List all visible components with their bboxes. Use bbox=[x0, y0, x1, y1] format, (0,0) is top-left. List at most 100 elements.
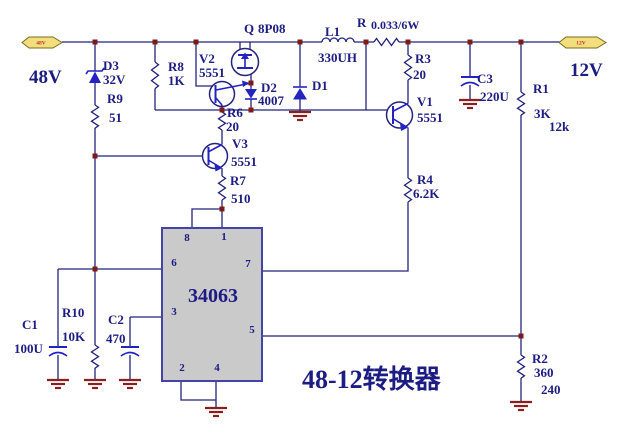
label-r3-value: 20 bbox=[413, 67, 426, 82]
ic-part-number: 34063 bbox=[188, 285, 238, 307]
label-v2-value: 5551 bbox=[199, 65, 225, 80]
collector-line bbox=[215, 97, 223, 106]
label-r4-ref: R4 bbox=[417, 172, 433, 187]
label-r8-value: 1K bbox=[168, 73, 186, 88]
label-c2-ref: C2 bbox=[108, 312, 124, 327]
transistor-v3: V3 5551 bbox=[95, 136, 257, 176]
transistor-body bbox=[208, 80, 236, 108]
label-r-ref: R bbox=[357, 15, 367, 30]
ic-pin-4: 4 bbox=[214, 362, 220, 374]
junction-dot bbox=[363, 39, 369, 45]
cap-plate-bottom bbox=[460, 81, 480, 87]
label-r2-alt: 240 bbox=[541, 382, 561, 397]
wire-pin8 bbox=[191, 208, 222, 228]
resistor-r2: R2 360 240 bbox=[510, 336, 561, 412]
junction-dot bbox=[92, 153, 98, 159]
resistor-r-sense: R 0.033/6W bbox=[357, 15, 419, 47]
label-v1-value: 5551 bbox=[417, 110, 443, 125]
resistor-zigzag bbox=[516, 354, 526, 379]
junction-dot bbox=[467, 39, 473, 45]
resistor-r7: R7 510 bbox=[217, 173, 251, 209]
resistor-zigzag bbox=[516, 91, 526, 116]
label-r3-ref: R3 bbox=[415, 51, 431, 66]
resistor-r1: R1 3K 12k bbox=[516, 42, 570, 336]
diode-d1: D1 bbox=[289, 42, 328, 122]
collector-line bbox=[393, 102, 409, 112]
input-port: 48V 48V bbox=[21, 36, 63, 88]
junction-dot bbox=[518, 39, 524, 45]
ic-pin-2: 2 bbox=[179, 362, 185, 374]
junction-dot bbox=[193, 39, 199, 45]
wire bbox=[195, 42, 215, 87]
label-v3-value: 5551 bbox=[231, 154, 257, 169]
junction-dot bbox=[219, 206, 225, 212]
label-r2-ref: R2 bbox=[532, 351, 548, 366]
label-c1-ref: C1 bbox=[22, 317, 38, 332]
label-r7-value: 510 bbox=[231, 191, 251, 206]
port-shape bbox=[558, 36, 607, 49]
label-r6-ref: R6 bbox=[227, 105, 243, 120]
ic-pin-7: 7 bbox=[245, 258, 251, 270]
schematic-title: 48-12转换器 bbox=[302, 365, 442, 394]
label-l1-ref: L1 bbox=[325, 24, 340, 39]
emitter-arrow bbox=[242, 80, 250, 87]
label-r7-ref: R7 bbox=[230, 173, 246, 188]
zener-d3: D3 32V bbox=[85, 42, 126, 105]
label-v1-ref: V1 bbox=[417, 94, 433, 109]
transistor-v2: V2 5551 bbox=[195, 42, 250, 110]
label-r1-alt: 12k bbox=[549, 119, 570, 134]
diode-triangle bbox=[293, 88, 307, 100]
cap-plate-bottom bbox=[120, 351, 140, 357]
label-c1-value: 100U bbox=[14, 341, 44, 356]
label-l1-value: 330UH bbox=[318, 50, 357, 65]
ic-34063: 34063 8 1 6 7 3 5 2 4 bbox=[95, 208, 521, 418]
emitter-arrow bbox=[214, 164, 222, 172]
wire-pin2 bbox=[180, 381, 216, 401]
port-tag: 48V bbox=[36, 41, 46, 47]
label-d3-ref: D3 bbox=[103, 58, 119, 73]
label-v3-ref: V3 bbox=[232, 136, 248, 151]
resistor-r3: R3 20 bbox=[403, 42, 431, 104]
label-r4-value: 6.2K bbox=[413, 186, 440, 201]
junction-dot bbox=[297, 39, 303, 45]
ground-symbol bbox=[205, 406, 227, 418]
capacitor-c2: C2 470 bbox=[106, 312, 141, 390]
junction-dot bbox=[219, 107, 225, 113]
junction-dots bbox=[92, 39, 524, 339]
label-r1-ref: R1 bbox=[533, 81, 549, 96]
ground-symbol bbox=[289, 110, 311, 122]
wire bbox=[262, 202, 409, 272]
resistor-r6: R6 20 bbox=[217, 105, 243, 145]
port-shape bbox=[21, 36, 63, 49]
junction-dot bbox=[248, 107, 254, 113]
port-tag: 12V bbox=[576, 41, 586, 47]
ic-pin-1: 1 bbox=[221, 231, 227, 243]
diode-triangle bbox=[245, 89, 257, 99]
junction-dot bbox=[152, 39, 158, 45]
ground-symbol bbox=[47, 378, 69, 390]
label-c2-value: 470 bbox=[106, 331, 126, 346]
label-q-ref: Q bbox=[244, 21, 254, 36]
resistor-zigzag bbox=[90, 104, 100, 129]
resistor-zigzag bbox=[403, 54, 413, 81]
label-r10-ref: R10 bbox=[62, 305, 84, 320]
resistor-zigzag bbox=[217, 111, 227, 131]
output-port: 12V 12V bbox=[558, 36, 607, 81]
label-r9-value: 51 bbox=[109, 110, 122, 125]
resistor-zigzag bbox=[403, 177, 413, 203]
label-d2-value: 4007 bbox=[258, 93, 285, 108]
junction-dot bbox=[518, 333, 524, 339]
label-q-value: 8P08 bbox=[258, 21, 286, 36]
ic-pin-8: 8 bbox=[184, 232, 190, 244]
ground-symbol bbox=[119, 378, 141, 390]
ic-pin-5: 5 bbox=[249, 324, 255, 336]
ic-pin-3: 3 bbox=[171, 306, 177, 318]
mosfet-q: Q 8P08 bbox=[230, 21, 286, 83]
label-r8-ref: R8 bbox=[168, 59, 184, 74]
label-r10-value: 10K bbox=[62, 329, 86, 344]
junction-dot bbox=[405, 39, 411, 45]
junction-dot bbox=[248, 80, 254, 86]
label-c3-value: 220U bbox=[480, 89, 510, 104]
